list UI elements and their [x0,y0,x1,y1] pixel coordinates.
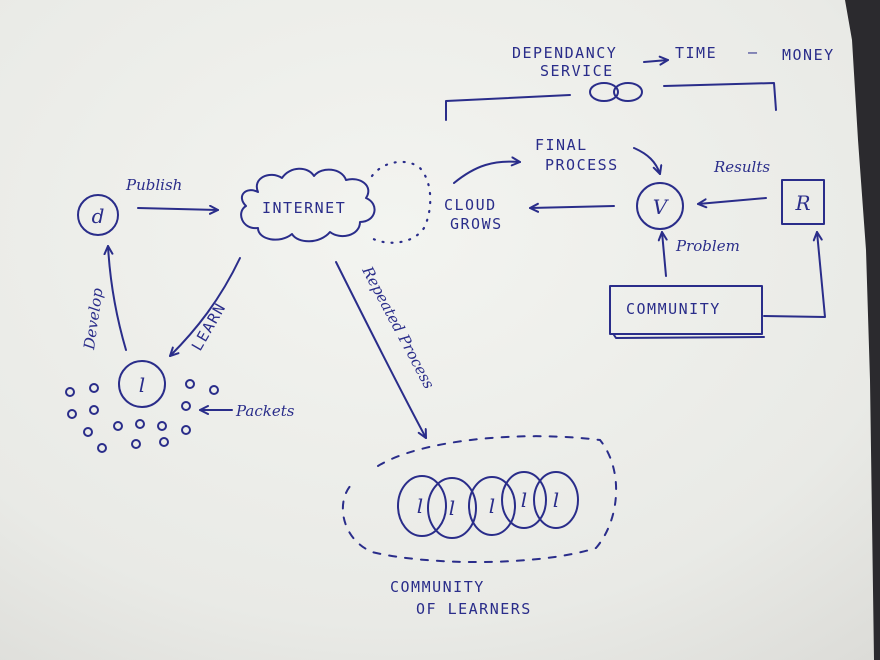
community-of-learners-line2: OF LEARNERS [416,600,532,618]
learner-glyph: l [489,494,495,518]
packet-dots [65,379,219,453]
arrow-repeated-process [335,261,427,439]
dependency-bracket-right [663,82,777,111]
community-label: COMMUNITY [626,300,721,318]
verifier-glyph: V [653,195,670,219]
publish-label: Publish [125,176,182,194]
arrow-dependency-to-time [643,55,669,66]
results-label: Results [713,158,770,176]
cloud-growth-dotted-halo [366,160,432,244]
learner-glyph: l [553,488,559,512]
dependency-label-line1: DEPENDANCY [512,44,617,62]
community-of-learners-line1: COMMUNITY [390,578,485,596]
learner-glyph: l [417,494,423,518]
arrow-learner-to-developer [103,245,127,351]
developer-glyph: d [92,204,105,228]
results-box-r [781,179,825,225]
learner-glyph: l [449,496,455,520]
packets-label: Packets [235,402,295,420]
internet-label: INTERNET [262,199,346,217]
results-glyph: R [794,191,810,215]
learners-dashed-boundary [341,435,617,564]
community-box [609,285,763,335]
dependency-label-line2: SERVICE [540,62,614,80]
arrow-internet-to-learner [169,257,241,357]
arrow-cloud-to-final-process [453,156,521,184]
developer-node-d [77,194,119,236]
final-process-line1: FINAL [535,136,588,154]
internet-cloud [240,167,376,243]
learner-glyph: l [521,488,527,512]
cloud-grows-line1: CLOUD [444,196,497,214]
time-label: TIME [675,44,717,62]
arrow-community-to-verifier [657,231,668,277]
learner-glyph: l [139,373,145,397]
cloud-grows-line2: GROWS [450,215,503,233]
arrow-publish [137,204,219,215]
problem-label: Problem [675,237,740,255]
arrow-community-to-results [763,231,826,318]
time-money-dash: — [748,43,759,61]
money-label: MONEY [782,46,835,64]
final-process-line2: PROCESS [545,156,619,174]
learner-node-l [118,360,166,408]
service-ring-left-icon [589,82,619,102]
dependency-bracket-left [445,94,571,121]
learners-cluster: l l l l l [397,471,579,539]
arrow-final-process-to-verifier [633,147,663,175]
arrow-results-to-verifier [697,197,767,209]
service-ring-right-icon [613,82,643,102]
verifier-node-v [636,182,684,230]
arrow-verifier-to-cloud-grows [529,202,615,213]
community-box-shadow [613,334,765,339]
